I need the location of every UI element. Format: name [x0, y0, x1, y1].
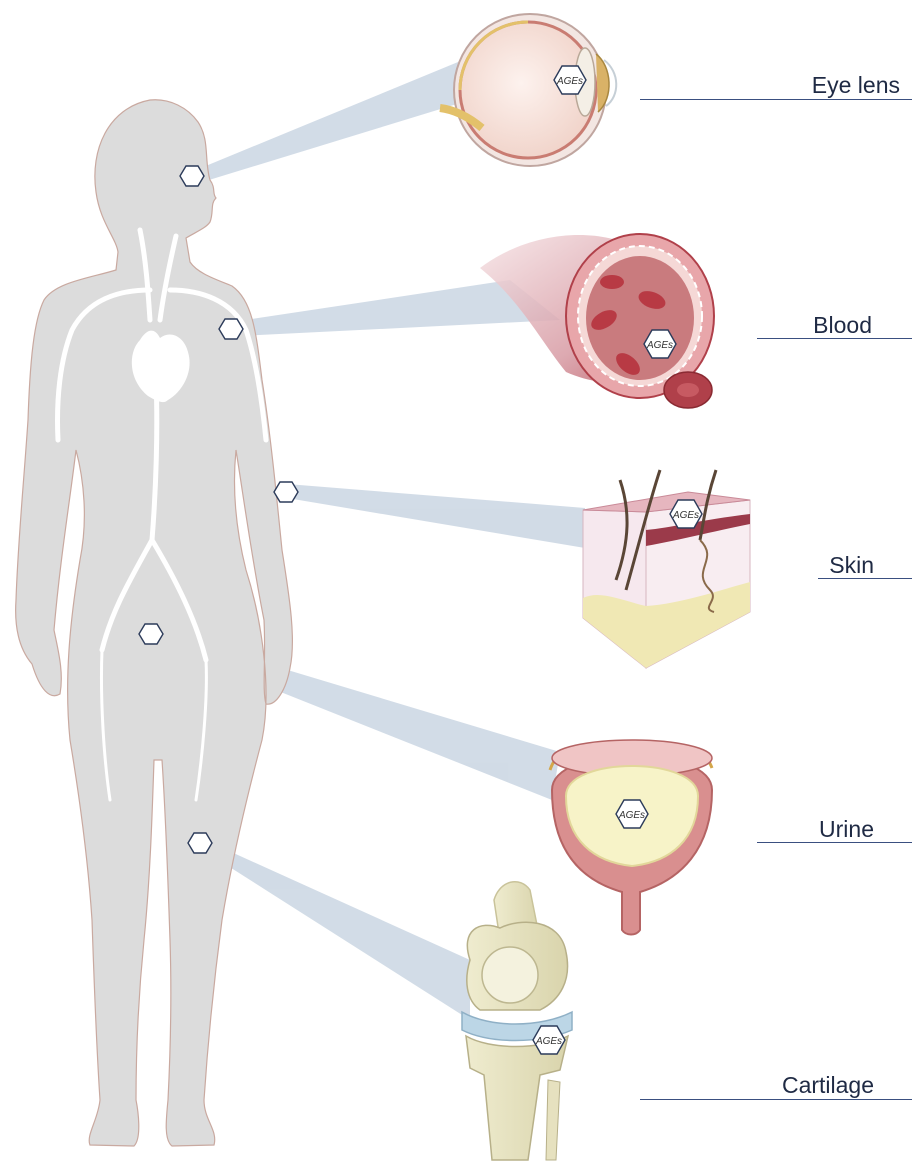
- ages-text: AGEs: [672, 510, 699, 521]
- skin-section-illustration: [583, 470, 750, 668]
- label-urine: Urine: [819, 816, 874, 843]
- ages-badge-eye: AGEs: [554, 66, 586, 94]
- bladder-illustration: [550, 740, 712, 935]
- ages-text: AGEs: [556, 76, 583, 87]
- rule-cartilage: [640, 1099, 912, 1100]
- rule-skin: [818, 578, 912, 579]
- beam-cartilage: [196, 836, 470, 1020]
- ages-text: AGEs: [618, 810, 645, 821]
- ages-badge-cartilage: AGEs: [533, 1026, 565, 1054]
- ages-text: AGEs: [646, 340, 673, 351]
- beam-skin: [287, 484, 585, 548]
- marker-arm: [274, 482, 298, 502]
- ages-badge-blood: AGEs: [644, 330, 676, 358]
- eye-illustration: [440, 14, 616, 166]
- label-cartilage: Cartilage: [782, 1072, 874, 1099]
- label-skin: Skin: [829, 552, 874, 579]
- marker-chest: [219, 319, 243, 339]
- beam-eye: [196, 62, 470, 184]
- knee-illustration: [462, 882, 572, 1160]
- marker-pelvis: [139, 624, 163, 644]
- marker-thigh: [188, 833, 212, 853]
- rule-urine: [757, 842, 912, 843]
- label-eye-lens: Eye lens: [812, 72, 900, 99]
- rule-blood: [757, 338, 912, 339]
- body-silhouette: [16, 100, 293, 1146]
- ages-text: AGEs: [535, 1036, 562, 1047]
- human-body: [16, 100, 293, 1146]
- ages-badge-skin: AGEs: [670, 500, 702, 528]
- label-blood: Blood: [813, 312, 872, 339]
- marker-head: [180, 166, 204, 186]
- ages-badge-urine: AGEs: [616, 800, 648, 828]
- rule-eye-lens: [640, 99, 912, 100]
